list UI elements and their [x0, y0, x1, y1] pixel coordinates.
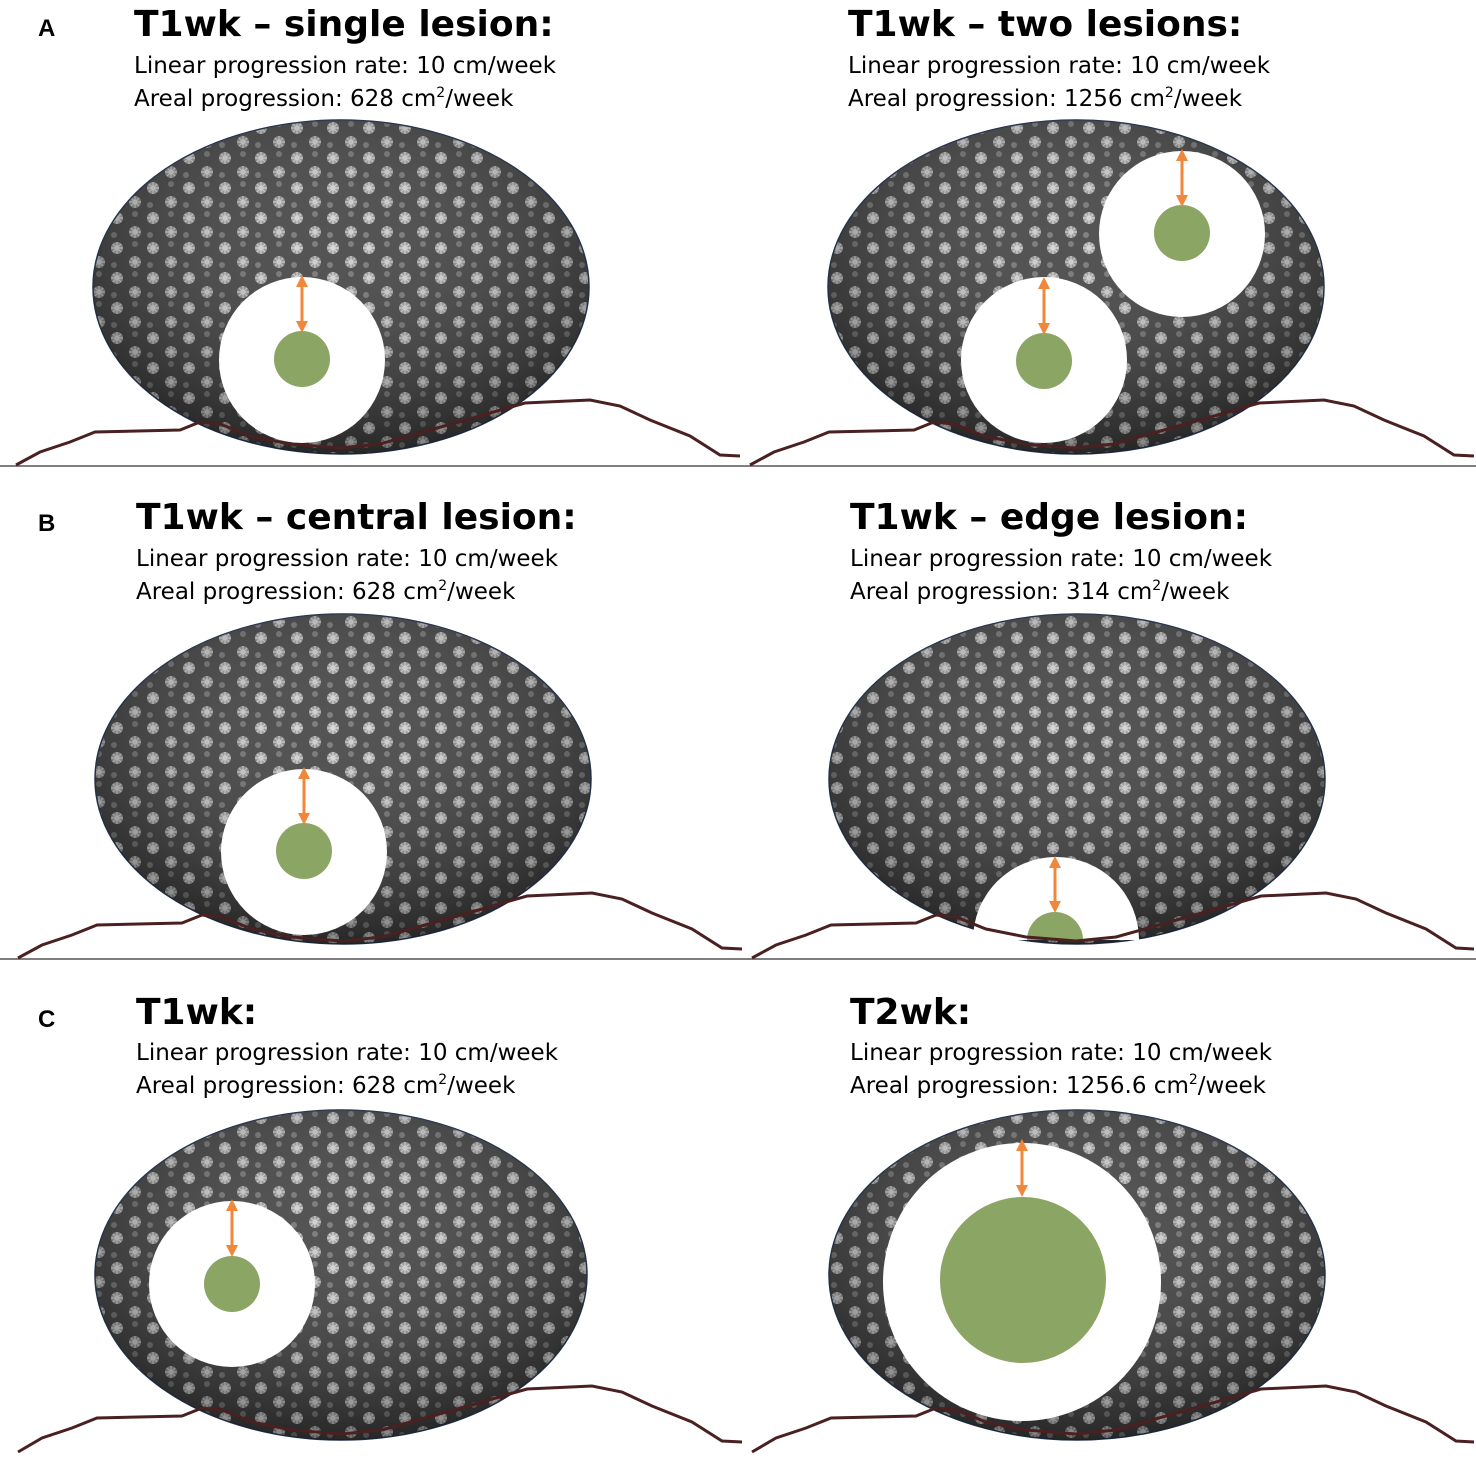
substrate-line: [17, 1384, 743, 1454]
panel-title: T1wk – single lesion:: [134, 4, 554, 45]
lesion-half: [1027, 912, 1083, 940]
panel-a-two-lesions: T1wk – two lesions: Linear progression r…: [749, 4, 1475, 467]
lesion: [940, 1197, 1106, 1363]
substrate-line: [751, 891, 1475, 960]
lesion: [204, 1256, 260, 1312]
panel-c-t2wk: T2wk: Linear progression rate: 10 cm/wee…: [751, 992, 1475, 1454]
lesion-upper: [1154, 205, 1210, 261]
panel-b-edge-lesion: T1wk – edge lesion: Linear progression r…: [751, 497, 1475, 960]
panel-c-t1wk: T1wk: Linear progression rate: 10 cm/wee…: [17, 992, 743, 1454]
areal-progression-label: Areal progression: 314 cm2/week: [850, 578, 1230, 605]
areal-progression-label: Areal progression: 628 cm2/week: [134, 85, 514, 112]
substrate-line: [15, 398, 741, 467]
panel-title: T1wk:: [136, 992, 257, 1033]
linear-rate-label: Linear progression rate: 10 cm/week: [134, 53, 557, 79]
lesion: [274, 331, 330, 387]
coral-shading: [829, 614, 1325, 944]
panel-title: T2wk:: [850, 992, 971, 1033]
panel-a-single-lesion: T1wk – single lesion: Linear progression…: [15, 4, 741, 467]
areal-progression-label: Areal progression: 628 cm2/week: [136, 1072, 516, 1099]
lesion-lower: [1016, 333, 1072, 389]
panel-letter-c: C: [38, 1006, 55, 1033]
substrate-line: [749, 398, 1475, 467]
lesion: [276, 823, 332, 879]
panel-letter-b: B: [38, 510, 55, 537]
areal-progression-label: Areal progression: 1256.6 cm2/week: [850, 1072, 1267, 1099]
linear-rate-label: Linear progression rate: 10 cm/week: [848, 53, 1271, 79]
panel-title: T1wk – two lesions:: [848, 4, 1242, 45]
linear-rate-label: Linear progression rate: 10 cm/week: [136, 546, 559, 572]
panel-title: T1wk – edge lesion:: [850, 497, 1248, 538]
panel-title: T1wk – central lesion:: [136, 497, 577, 538]
linear-rate-label: Linear progression rate: 10 cm/week: [136, 1040, 559, 1066]
areal-progression-label: Areal progression: 628 cm2/week: [136, 578, 516, 605]
linear-rate-label: Linear progression rate: 10 cm/week: [850, 1040, 1273, 1066]
areal-progression-label: Areal progression: 1256 cm2/week: [848, 85, 1243, 112]
substrate-line: [17, 891, 743, 960]
linear-rate-label: Linear progression rate: 10 cm/week: [850, 546, 1273, 572]
panel-letter-a: A: [38, 15, 55, 42]
substrate-line: [751, 1384, 1475, 1454]
panel-b-central-lesion: T1wk – central lesion: Linear progressio…: [17, 497, 743, 960]
